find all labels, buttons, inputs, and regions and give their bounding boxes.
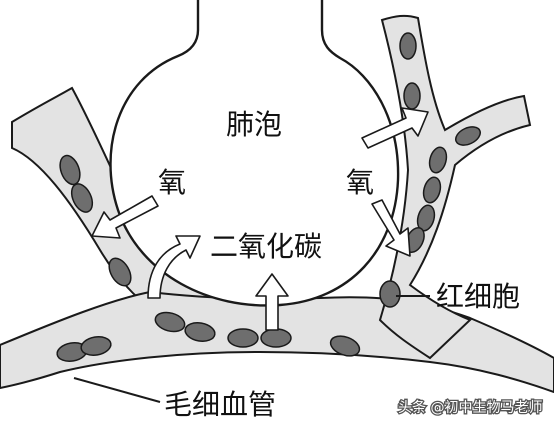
- capillary-leader-line: [73, 377, 161, 403]
- carbon-dioxide-label: 二氧化碳: [210, 230, 322, 263]
- red-blood-cell: [260, 328, 292, 348]
- watermark: 头条 @初中生物马老师: [397, 398, 544, 418]
- red-blood-cell: [403, 82, 421, 110]
- carbon-dioxide-arrow-curved: [147, 235, 201, 299]
- alveolus-label: 肺泡: [226, 108, 282, 141]
- red-blood-cell: [227, 328, 259, 348]
- carbon-dioxide-arrow-vertical: [255, 273, 289, 331]
- leader-lines: [73, 295, 430, 403]
- red-blood-cell: [399, 32, 417, 60]
- alveolus: [109, 0, 400, 307]
- red-blood-cell: [428, 146, 448, 174]
- oxygen-label-left: 氧: [158, 166, 186, 199]
- red-blood-cell: [80, 336, 112, 356]
- labels: 肺泡 氧 氧 二氧化碳 红细胞 毛细血管: [158, 108, 520, 421]
- oxygen-arrow-bottom-right: [371, 199, 411, 257]
- red-blood-cell: [379, 280, 401, 308]
- red-blood-cell-label: 红细胞: [436, 280, 520, 313]
- capillary-label: 毛细血管: [164, 388, 276, 421]
- red-blood-cell: [329, 335, 361, 357]
- red-blood-cell: [454, 126, 482, 146]
- oxygen-arrow-top-right: [361, 107, 429, 149]
- red-blood-cells: [56, 32, 482, 362]
- alveolus-wall: [109, 0, 400, 307]
- oxygen-arrow-left: [91, 195, 159, 239]
- red-blood-cell: [70, 183, 94, 213]
- red-blood-cell: [108, 257, 132, 287]
- red-blood-cell: [184, 322, 216, 342]
- gas-exchange-arrows: [91, 107, 429, 331]
- oxygen-label-right: 氧: [346, 166, 374, 199]
- red-blood-cell: [422, 176, 442, 204]
- watermark-text: 头条 @初中生物马老师: [398, 399, 542, 416]
- red-blood-cell: [154, 311, 186, 333]
